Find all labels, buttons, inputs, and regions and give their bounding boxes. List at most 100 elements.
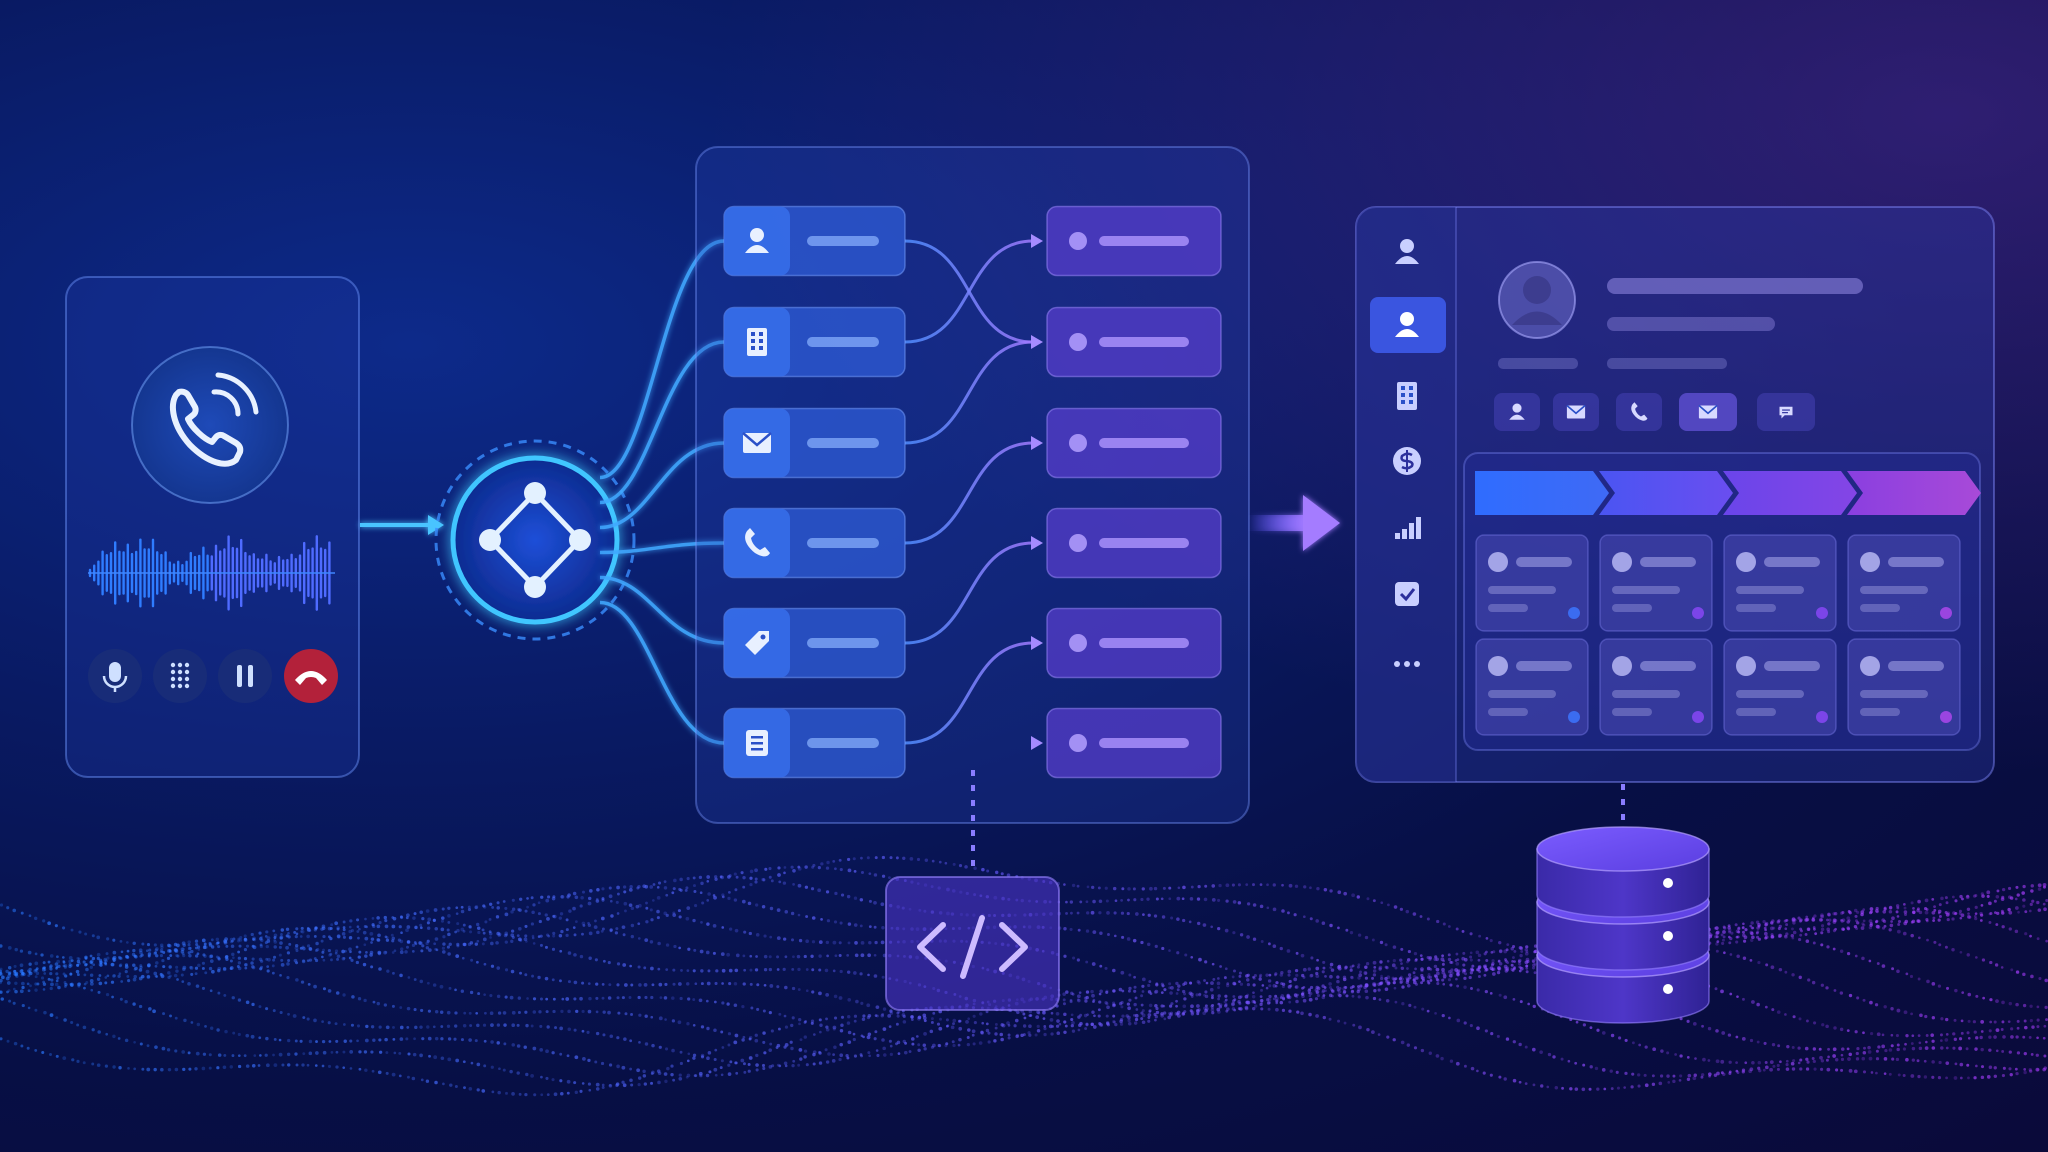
particle xyxy=(19,989,24,994)
particle xyxy=(698,875,703,879)
deal-card[interactable] xyxy=(1847,534,1961,632)
end-call-icon[interactable] xyxy=(284,649,338,703)
particle xyxy=(250,932,254,937)
particle xyxy=(511,1043,516,1047)
microphone-icon[interactable] xyxy=(88,649,142,703)
particle xyxy=(489,902,493,906)
particle xyxy=(405,916,409,920)
particle xyxy=(812,863,816,867)
action-button[interactable] xyxy=(1494,393,1540,431)
deal-card[interactable] xyxy=(1475,638,1589,736)
particle xyxy=(1846,926,1850,930)
particle xyxy=(174,1067,179,1072)
target-field[interactable] xyxy=(1046,306,1222,378)
phone-icon xyxy=(745,528,770,557)
particle xyxy=(446,1024,451,1028)
particle xyxy=(169,1014,172,1018)
particle xyxy=(1433,974,1437,978)
keypad-icon[interactable] xyxy=(153,649,207,703)
sidebar-item[interactable] xyxy=(1395,582,1419,606)
particle xyxy=(462,1024,467,1028)
deal-card[interactable] xyxy=(1599,638,1713,736)
action-button[interactable] xyxy=(1757,393,1815,431)
particle xyxy=(847,868,852,873)
pipeline-stage[interactable] xyxy=(1723,471,1857,515)
target-field[interactable] xyxy=(1046,507,1222,579)
particle xyxy=(700,1053,705,1058)
particle xyxy=(0,990,3,994)
sidebar-item[interactable] xyxy=(1395,239,1419,264)
particle xyxy=(1401,1002,1405,1006)
source-field[interactable] xyxy=(723,205,906,277)
particle xyxy=(579,1089,583,1093)
deal-card[interactable] xyxy=(1475,534,1589,632)
particle xyxy=(308,1039,313,1044)
source-field[interactable] xyxy=(723,607,906,679)
pipeline-stage[interactable] xyxy=(1847,471,1981,515)
particle xyxy=(49,986,53,991)
target-field[interactable] xyxy=(1046,205,1222,277)
particle xyxy=(33,969,37,973)
particle xyxy=(390,933,394,937)
card-line-bar xyxy=(1488,690,1556,698)
source-field[interactable] xyxy=(723,306,906,378)
particle xyxy=(1155,1010,1160,1015)
action-button[interactable] xyxy=(1553,393,1599,431)
particle xyxy=(838,941,842,945)
particle xyxy=(762,1009,766,1013)
particle xyxy=(167,944,172,948)
particle xyxy=(1937,909,1942,914)
particle xyxy=(1749,1038,1754,1043)
target-field[interactable] xyxy=(1046,407,1222,479)
particle xyxy=(685,982,690,986)
particle xyxy=(930,1020,934,1024)
particle xyxy=(97,1030,101,1034)
particle xyxy=(1337,890,1342,895)
particle xyxy=(637,922,641,926)
particle xyxy=(1972,1020,1976,1024)
particle xyxy=(1373,989,1377,993)
particle xyxy=(1720,933,1724,937)
action-button[interactable] xyxy=(1679,393,1737,431)
particle xyxy=(1315,990,1320,994)
particle xyxy=(1791,919,1795,923)
particle xyxy=(958,1037,962,1042)
particle xyxy=(1286,994,1290,999)
sidebar-item[interactable] xyxy=(1370,297,1446,353)
particle xyxy=(853,896,858,900)
source-field[interactable] xyxy=(723,707,906,779)
sidebar-item[interactable] xyxy=(1393,447,1421,475)
particle xyxy=(1825,986,1829,990)
source-field[interactable] xyxy=(723,507,906,579)
particle xyxy=(252,937,255,941)
particle xyxy=(1475,950,1480,955)
sidebar-item[interactable] xyxy=(1395,517,1421,539)
sidebar-item[interactable] xyxy=(1394,661,1420,667)
sidebar-item[interactable] xyxy=(1397,382,1417,410)
pause-icon[interactable] xyxy=(218,649,272,703)
particle xyxy=(468,1038,472,1042)
deal-card[interactable] xyxy=(1723,534,1837,632)
particle xyxy=(1302,985,1306,989)
deal-card[interactable] xyxy=(1723,638,1837,736)
pipeline-stage[interactable] xyxy=(1475,471,1609,515)
pipeline-stage[interactable] xyxy=(1599,471,1733,515)
deal-card[interactable] xyxy=(1847,638,1961,736)
particle xyxy=(1944,896,1948,900)
particle xyxy=(1316,886,1320,891)
action-button[interactable] xyxy=(1616,393,1662,431)
target-field[interactable] xyxy=(1046,707,1222,779)
particle xyxy=(1518,1042,1522,1047)
target-field[interactable] xyxy=(1046,607,1222,679)
source-field[interactable] xyxy=(723,407,906,479)
particle xyxy=(755,1053,759,1058)
particle xyxy=(474,906,478,910)
deal-card[interactable] xyxy=(1599,534,1713,632)
particle xyxy=(1960,913,1965,918)
particle xyxy=(1525,970,1529,974)
particle xyxy=(1028,1024,1032,1029)
code-brackets-icon[interactable] xyxy=(885,876,1060,1011)
particle xyxy=(391,936,396,941)
particle xyxy=(2037,887,2042,891)
particle xyxy=(1133,985,1137,989)
